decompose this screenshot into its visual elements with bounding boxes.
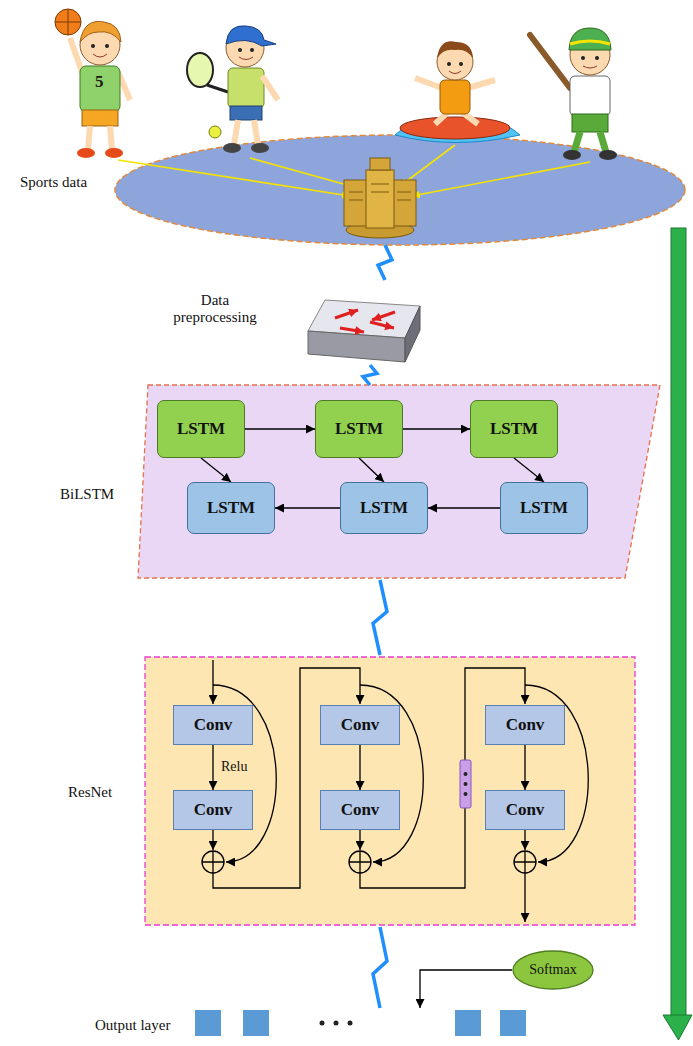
node-label: Sports data xyxy=(20,174,87,191)
arrow-connector xyxy=(275,507,340,508)
lightning-link xyxy=(378,245,392,280)
edge-label: Relu xyxy=(219,759,249,774)
node-outline xyxy=(20,120,690,245)
node-label: Conv xyxy=(506,800,545,820)
node-label: LSTM xyxy=(520,498,568,518)
arrow-connector xyxy=(403,428,470,429)
baseball-kid xyxy=(530,28,617,160)
basketball-kid xyxy=(55,9,130,158)
ellipsis-block xyxy=(460,760,471,808)
lstm-cell: LSTM xyxy=(500,482,588,534)
node-label: LSTM xyxy=(207,498,255,518)
node-label: Conv xyxy=(506,715,545,735)
lstm-cell: LSTM xyxy=(315,400,403,458)
node-label: Softmax xyxy=(529,962,576,978)
output-units xyxy=(195,1010,526,1036)
node-label: LSTM xyxy=(360,498,408,518)
switch-icon xyxy=(308,300,420,362)
conv-box: Conv xyxy=(173,790,253,830)
node-label: Conv xyxy=(194,800,233,820)
resnet-region: ConvConvConvConvConvConvResNet xyxy=(60,655,637,927)
conv-box: Conv xyxy=(485,790,565,830)
arrow-connector xyxy=(420,970,512,1008)
lstm-cell: LSTM xyxy=(470,400,558,458)
node-label: BiLSTM xyxy=(60,486,114,503)
lstm-cell: LSTM xyxy=(340,482,428,534)
conv-box: Conv xyxy=(320,790,400,830)
node-label: Output layer xyxy=(95,1017,170,1034)
tennis-kid xyxy=(187,26,278,153)
surfer-kid xyxy=(395,41,520,142)
node-label: Data preprocessing xyxy=(165,292,265,327)
node-label: LSTM xyxy=(335,419,383,439)
node-label: ResNet xyxy=(68,784,112,801)
bilstm-region: LSTM LSTM LSTM LSTM LSTM LSTM BiLSTM xyxy=(55,385,662,580)
lstm-cell: LSTM xyxy=(187,482,275,534)
conv-box: Conv xyxy=(485,705,565,745)
node-label: LSTM xyxy=(490,419,538,439)
softmax-ellipse: Softmax xyxy=(512,950,594,990)
output-layer: Output layer xyxy=(95,1008,555,1042)
arrow-connector xyxy=(524,745,525,790)
lightning-link xyxy=(373,580,387,655)
arrow-connector xyxy=(359,745,360,790)
arrow-connector xyxy=(428,507,500,508)
flow-arrow xyxy=(663,228,692,1040)
arrow-connector xyxy=(212,745,213,790)
arrow-connector xyxy=(245,428,315,429)
node-label: LSTM xyxy=(177,419,225,439)
conv-box: Conv xyxy=(320,705,400,745)
lstm-cell: LSTM xyxy=(157,400,245,458)
preprocessing-switch: Data preprocessing xyxy=(165,280,430,365)
lightning-link xyxy=(363,365,377,385)
node-label: Conv xyxy=(341,715,380,735)
jersey-number: 5 xyxy=(95,73,104,92)
node-label: Conv xyxy=(341,800,380,820)
node-label: Conv xyxy=(194,715,233,735)
conv-box: Conv xyxy=(173,705,253,745)
data-source-ellipse: Sports data xyxy=(20,120,690,245)
lightning-link xyxy=(373,927,387,1008)
